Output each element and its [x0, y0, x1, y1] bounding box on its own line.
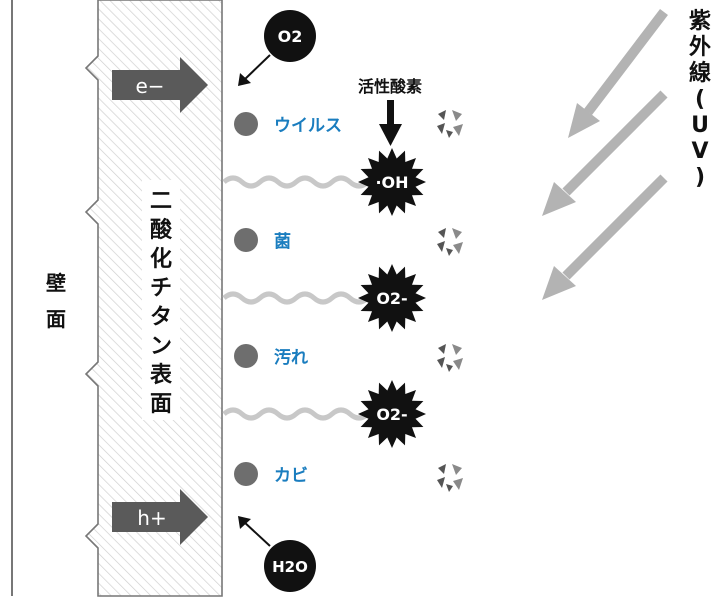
fragment-cluster-2: [437, 228, 463, 256]
target-label-dirt: 汚れ: [274, 347, 308, 368]
target-label-virus: ウイルス: [274, 116, 342, 136]
surface-label-backdrop: [142, 180, 180, 420]
uv-arrow-3: [542, 174, 668, 300]
radical-label-2: O2-: [376, 289, 407, 308]
uv-arrow-2: [542, 90, 668, 216]
wave-chain-3: [222, 407, 370, 421]
electron-arrow: [112, 57, 208, 113]
radical-burst-1: [358, 148, 426, 216]
target-dot-bacteria: [234, 228, 258, 252]
fragment-cluster-3: [437, 344, 463, 372]
radical-label-3: O2-: [376, 405, 407, 424]
o2-molecule-circle: [264, 10, 316, 62]
electron-label: e−: [135, 74, 164, 98]
active-oxygen-label: 活性酸素: [358, 77, 422, 96]
target-label-mold: カビ: [274, 466, 308, 486]
o2-molecule-label: O2: [278, 27, 303, 46]
radical-burst-3: [358, 380, 426, 448]
surface-label: 二酸化チタン表面: [150, 189, 173, 417]
active-oxygen-arrow-head: [379, 124, 402, 146]
target-dot-virus: [234, 112, 258, 136]
active-oxygen-arrow-shaft: [387, 100, 394, 126]
wave-chain-2: [222, 291, 370, 305]
h2o-arrow-head: [238, 516, 251, 529]
uv-arrow-1: [568, 8, 668, 138]
fragment-cluster-1: [437, 110, 463, 138]
radical-label-1: ·OH: [375, 173, 408, 192]
wave-chain-1: [222, 175, 370, 189]
hole-label: h+: [137, 506, 166, 530]
h2o-molecule-label: H2O: [272, 558, 308, 576]
hole-arrow: [112, 489, 208, 545]
target-dot-mold: [234, 462, 258, 486]
o2-arrow-head: [238, 73, 251, 86]
h2o-molecule-circle: [264, 540, 316, 592]
o2-arrow-line: [242, 54, 271, 82]
wall-label: 壁面: [46, 271, 66, 331]
target-label-bacteria: 菌: [274, 232, 291, 252]
radical-burst-2: [358, 264, 426, 332]
h2o-arrow-line: [242, 520, 271, 547]
fragment-cluster-4: [437, 464, 463, 492]
target-dot-dirt: [234, 344, 258, 368]
